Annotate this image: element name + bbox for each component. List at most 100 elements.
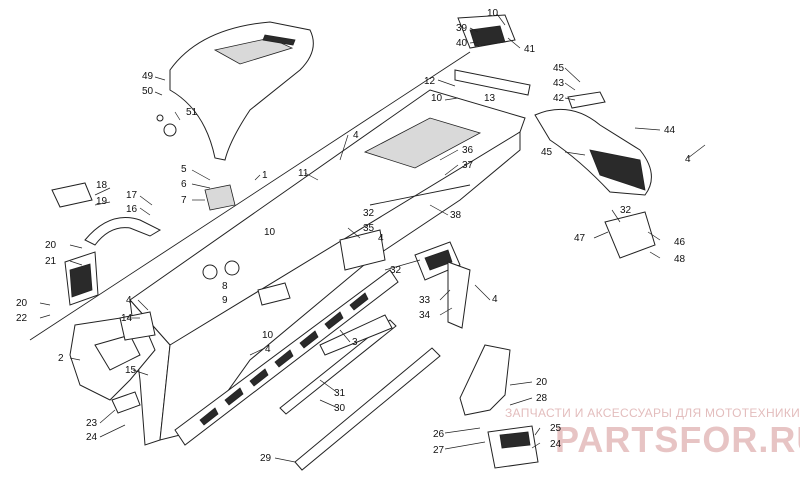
- callout-28: 28: [536, 393, 548, 404]
- callout-12: 12: [424, 76, 436, 87]
- tunnel-top-plate: [129, 89, 526, 346]
- part-21-grill: [69, 263, 93, 298]
- callout-23: 23: [86, 418, 98, 429]
- reference-line: [29, 51, 471, 341]
- callout-40: 40: [456, 38, 468, 49]
- callout-42: 42: [553, 93, 565, 104]
- part-34: [447, 261, 471, 329]
- callout-10: 10: [262, 330, 274, 341]
- part-8: [202, 264, 218, 280]
- footrest-step-dark: [499, 431, 531, 449]
- callout-7: 7: [181, 195, 187, 206]
- callout-4: 4: [378, 233, 384, 244]
- bracket-6: [204, 184, 236, 211]
- callout-47: 47: [574, 233, 586, 244]
- left-brackets: [51, 182, 240, 414]
- callout-32: 32: [390, 265, 402, 276]
- callout-21: 21: [45, 256, 57, 267]
- seat-screw: [156, 114, 164, 122]
- callout-4: 4: [353, 130, 359, 141]
- leader-lines: [39, 13, 706, 463]
- callout-20: 20: [536, 377, 548, 388]
- callout-10: 10: [431, 93, 443, 104]
- watermark-logo: PARTSFOR.RU: [555, 419, 800, 460]
- callout-39: 39: [456, 23, 468, 34]
- running-board-holes: [199, 292, 369, 426]
- callout-24: 24: [86, 432, 98, 443]
- callouts: 10 39 40 41 12 10 13 49 50 51 45 43 42 4…: [16, 8, 691, 464]
- front-bumper-inner: [94, 334, 141, 371]
- callout-44: 44: [664, 125, 676, 136]
- part-19-handle: [84, 217, 162, 246]
- callout-24: 24: [550, 439, 562, 450]
- callout-45: 45: [553, 63, 565, 74]
- callout-46: 46: [674, 237, 686, 248]
- seat-logo: [262, 34, 296, 46]
- callout-11: 11: [298, 168, 309, 179]
- callout-13: 13: [484, 93, 496, 104]
- part-35: [339, 229, 386, 271]
- tunnel-center-panel: [363, 117, 482, 169]
- callout-49: 49: [142, 71, 154, 82]
- callout-18: 18: [96, 180, 108, 191]
- center-brackets: [257, 184, 471, 329]
- rear-rail: [454, 69, 531, 96]
- part-38-rail: [369, 184, 471, 206]
- callout-15: 15: [125, 365, 137, 376]
- callout-10: 10: [264, 227, 276, 238]
- snow-flap-dark-panel: [589, 149, 646, 191]
- callout-20: 20: [16, 298, 28, 309]
- callout-51: 51: [186, 107, 198, 118]
- callout-32: 32: [620, 205, 632, 216]
- seat-top-panel: [213, 37, 294, 65]
- rods: [279, 314, 441, 471]
- callout-41: 41: [524, 44, 536, 55]
- part-18: [51, 182, 93, 208]
- part-23: [111, 391, 141, 414]
- callout-5: 5: [181, 164, 187, 175]
- callout-33: 33: [419, 295, 431, 306]
- callout-22: 22: [16, 313, 28, 324]
- callout-9: 9: [222, 295, 228, 306]
- callout-35: 35: [363, 223, 375, 234]
- callout-1: 1: [262, 170, 268, 181]
- seat-bumper: [163, 123, 177, 137]
- callout-36: 36: [462, 145, 474, 156]
- callout-16: 16: [126, 204, 138, 215]
- callout-4: 4: [685, 154, 691, 165]
- callout-8: 8: [222, 281, 228, 292]
- part-33-grill: [424, 249, 453, 271]
- tunnel-frame: [29, 51, 526, 446]
- callout-29: 29: [260, 453, 272, 464]
- part-9: [224, 260, 240, 276]
- rear-tab-assembly: [454, 14, 531, 96]
- callout-3: 3: [352, 337, 358, 348]
- callout-37: 37: [462, 160, 474, 171]
- footrest-assembly: [459, 344, 539, 469]
- callout-6: 6: [181, 179, 187, 190]
- footrest-plate: [459, 344, 511, 416]
- rear-bumper-assembly: [599, 45, 792, 259]
- part-3: [319, 314, 393, 356]
- callout-4: 4: [492, 294, 498, 305]
- callout-50: 50: [142, 86, 154, 97]
- callout-19: 19: [96, 196, 108, 207]
- callout-20: 20: [45, 240, 57, 251]
- part-14: [119, 311, 156, 341]
- rail-31: [279, 319, 397, 415]
- rear-bumper-bracket: [604, 211, 656, 259]
- callout-27: 27: [433, 445, 445, 456]
- callout-45: 45: [541, 147, 553, 158]
- seat: [169, 21, 314, 161]
- rear-tab-dark: [469, 25, 506, 47]
- callout-48: 48: [674, 254, 686, 265]
- callout-32: 32: [363, 208, 375, 219]
- part-32-left: [257, 282, 291, 306]
- callout-4: 4: [265, 344, 271, 355]
- watermark-tagline: ЗАПЧАСТИ И АКСЕССУАРЫ ДЛЯ МОТОТЕХНИКИ: [505, 406, 800, 420]
- callout-10: 10: [487, 8, 499, 19]
- callout-30: 30: [334, 403, 346, 414]
- callout-17: 17: [126, 190, 138, 201]
